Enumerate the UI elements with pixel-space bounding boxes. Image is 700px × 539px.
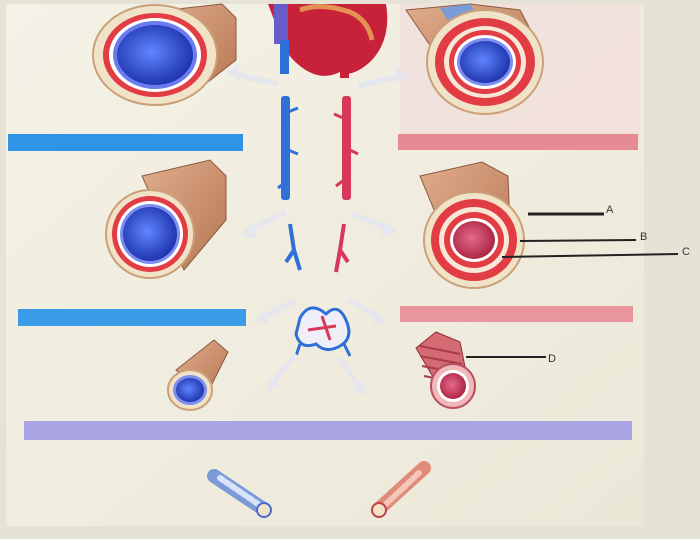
venule: [284, 223, 302, 271]
small-artery-cross-section: [415, 331, 476, 409]
arterial-capillary: [371, 461, 431, 518]
large-artery-cross-section: [405, 3, 544, 115]
arrow-to-medium-vein: [248, 209, 288, 233]
leader-line-b: [519, 239, 637, 242]
venous-capillary: [207, 469, 272, 518]
artery-color-bar-middle: [400, 306, 633, 322]
arteriole: [334, 223, 350, 273]
medium-vein-stem: [277, 96, 299, 200]
arrow-head-small-vein: [254, 310, 268, 324]
arrow-to-medium-artery: [350, 211, 390, 231]
capillary-color-bar: [24, 421, 632, 440]
arrow-to-arteriole-bottom: [337, 356, 363, 390]
label-b: B: [640, 231, 647, 243]
arrow-to-small-artery: [346, 297, 382, 321]
label-d: D: [548, 353, 556, 365]
capillary-bed: [294, 306, 352, 357]
arrow-head-small-artery: [374, 310, 388, 326]
medium-artery-cross-section: [419, 161, 525, 289]
arrow-to-large-artery: [357, 73, 401, 89]
arrow-to-small-vein: [260, 297, 298, 321]
arrow-head-medium-vein: [240, 222, 256, 238]
leader-line-c: [501, 253, 679, 258]
arrow-head-large-artery: [396, 66, 410, 84]
arrow-head-arteriole-bottom: [352, 380, 366, 396]
label-c: C: [682, 246, 690, 258]
large-vein-cross-section: [92, 3, 237, 106]
vein-color-bar-middle: [18, 309, 246, 326]
medium-vein-cross-section: [105, 159, 227, 279]
arrow-head-medium-artery: [382, 222, 398, 238]
arrow-head-large-vein: [226, 64, 240, 80]
arrow-to-large-vein: [233, 71, 279, 87]
artery-color-bar-top: [398, 134, 638, 150]
medium-artery-stem: [333, 96, 359, 200]
heart-illustration: [268, 4, 388, 78]
arrow-to-venule-bottom: [270, 352, 298, 386]
arrow-head-venule-bottom: [266, 378, 280, 392]
label-a: A: [606, 204, 614, 216]
small-vein-cross-section: [167, 339, 229, 411]
vein-color-bar-top: [8, 134, 243, 151]
